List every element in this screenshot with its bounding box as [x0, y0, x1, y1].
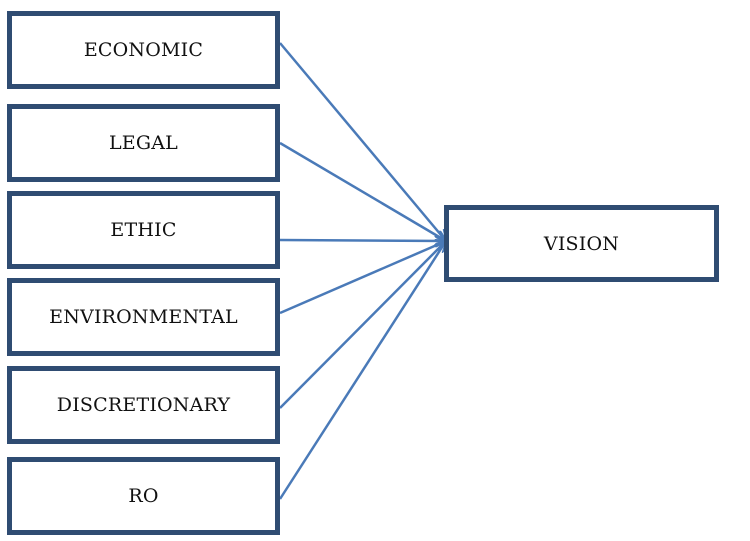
- node-discretionary-label: DISCRETIONARY: [56, 394, 231, 416]
- node-legal: LEGAL: [7, 104, 280, 182]
- arrow-economic-to-vision: [279, 42, 446, 241]
- arrow-ro-to-vision: [278, 241, 446, 500]
- node-environmental-label: ENVIRONMENTAL: [49, 306, 238, 328]
- arrow-discretionary-to-vision: [279, 241, 446, 409]
- node-environmental: ENVIRONMENTAL: [7, 278, 280, 356]
- node-ethic-label: ETHIC: [110, 219, 177, 241]
- node-economic: ECONOMIC: [7, 11, 280, 89]
- arrow-environmental-to-vision: [279, 241, 446, 315]
- node-ro: RO: [7, 457, 280, 535]
- node-legal-label: LEGAL: [108, 132, 178, 154]
- node-economic-label: ECONOMIC: [83, 39, 204, 61]
- node-vision: VISION: [444, 205, 719, 282]
- node-discretionary: DISCRETIONARY: [7, 366, 280, 444]
- node-vision-label: VISION: [543, 232, 620, 255]
- arrow-ethic-to-vision: [279, 240, 446, 241]
- node-ro-label: RO: [128, 485, 159, 507]
- node-ethic: ETHIC: [7, 191, 280, 269]
- arrow-legal-to-vision: [279, 141, 446, 241]
